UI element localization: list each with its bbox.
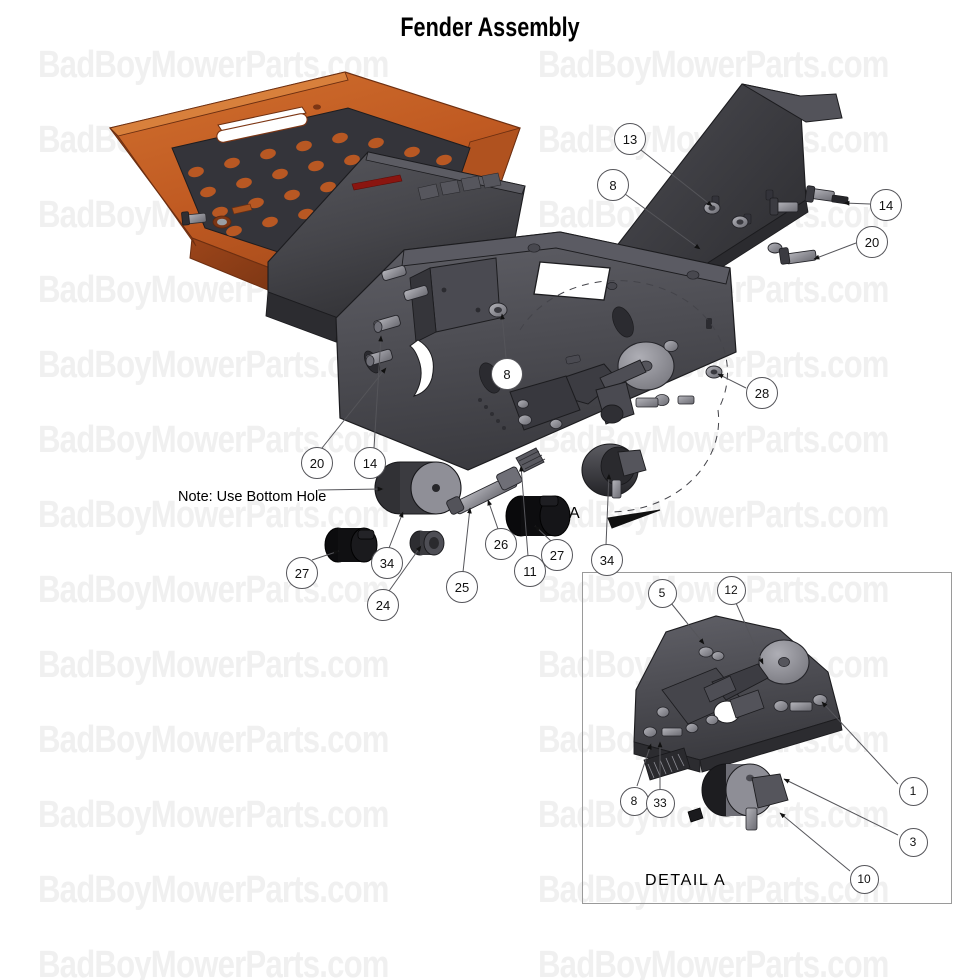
stud-14-left <box>365 348 393 367</box>
spindle-pulley-assembly <box>509 280 728 513</box>
note-bottom-hole: Note: Use Bottom Hole <box>178 489 327 505</box>
spacer-24 <box>409 530 445 556</box>
leader-lines-main <box>311 149 871 592</box>
detail-a: DETAIL A <box>645 872 727 889</box>
roller-detail <box>701 763 789 831</box>
fastener-20-right <box>778 247 817 265</box>
callout-11[interactable]: 11 <box>514 555 546 587</box>
callout-34-left[interactable]: 34 <box>371 547 403 579</box>
stud-extra-1 <box>403 285 429 301</box>
callout-10[interactable]: 10 <box>849 864 879 894</box>
callout-27-right[interactable]: 27 <box>541 539 573 571</box>
roller-wheel-main <box>581 443 647 499</box>
section-arrow-a <box>607 509 661 529</box>
callout-8-detail[interactable]: 8 <box>619 786 649 816</box>
leader-lines-detail <box>636 602 899 872</box>
bolt-panel-1 <box>703 201 721 215</box>
callout-27-left[interactable]: 27 <box>286 557 318 589</box>
callout-28[interactable]: 28 <box>746 377 778 409</box>
callout-1[interactable]: 1 <box>898 776 928 806</box>
right-rear-panel <box>611 83 843 281</box>
callout-25[interactable]: 25 <box>446 571 478 603</box>
callout-24[interactable]: 24 <box>367 589 399 621</box>
shaft-25-26 <box>446 447 546 515</box>
callout-33[interactable]: 33 <box>645 788 675 818</box>
bushing-27-left <box>324 527 378 563</box>
stud-extra-2 <box>381 265 407 281</box>
page-title: Fender Assembly <box>400 12 580 42</box>
callout-8-center[interactable]: 8 <box>491 358 523 390</box>
detail-a-box <box>582 572 952 904</box>
callout-26[interactable]: 26 <box>485 528 517 560</box>
main-chassis-plate <box>335 231 737 471</box>
stud-20-left <box>373 314 401 333</box>
callout-3[interactable]: 3 <box>898 827 928 857</box>
bolt-center-8 <box>488 302 508 318</box>
stud-cluster-left <box>365 265 429 367</box>
callout-5[interactable]: 5 <box>647 578 677 608</box>
callout-14-left[interactable]: 14 <box>354 447 386 479</box>
callout-20-left[interactable]: 20 <box>301 447 333 479</box>
bolt-left-deck <box>181 211 207 226</box>
callout-20-right[interactable]: 20 <box>856 226 888 258</box>
callout-34-right[interactable]: 34 <box>591 544 623 576</box>
callout-12[interactable]: 12 <box>716 575 746 605</box>
callout-14-right[interactable]: 14 <box>870 189 902 221</box>
callout-13[interactable]: 13 <box>614 123 646 155</box>
callout-8-upper[interactable]: 8 <box>597 169 629 201</box>
roller-11 <box>505 495 571 537</box>
section-a: A <box>569 505 580 522</box>
fastener-14-right <box>804 185 849 205</box>
bolt-28-target <box>705 365 723 379</box>
fastener-14-right-2 <box>769 197 799 216</box>
bolt-panel-2 <box>731 215 749 229</box>
roller-large-24 <box>374 461 462 515</box>
fender-shroud-panel <box>265 151 526 343</box>
